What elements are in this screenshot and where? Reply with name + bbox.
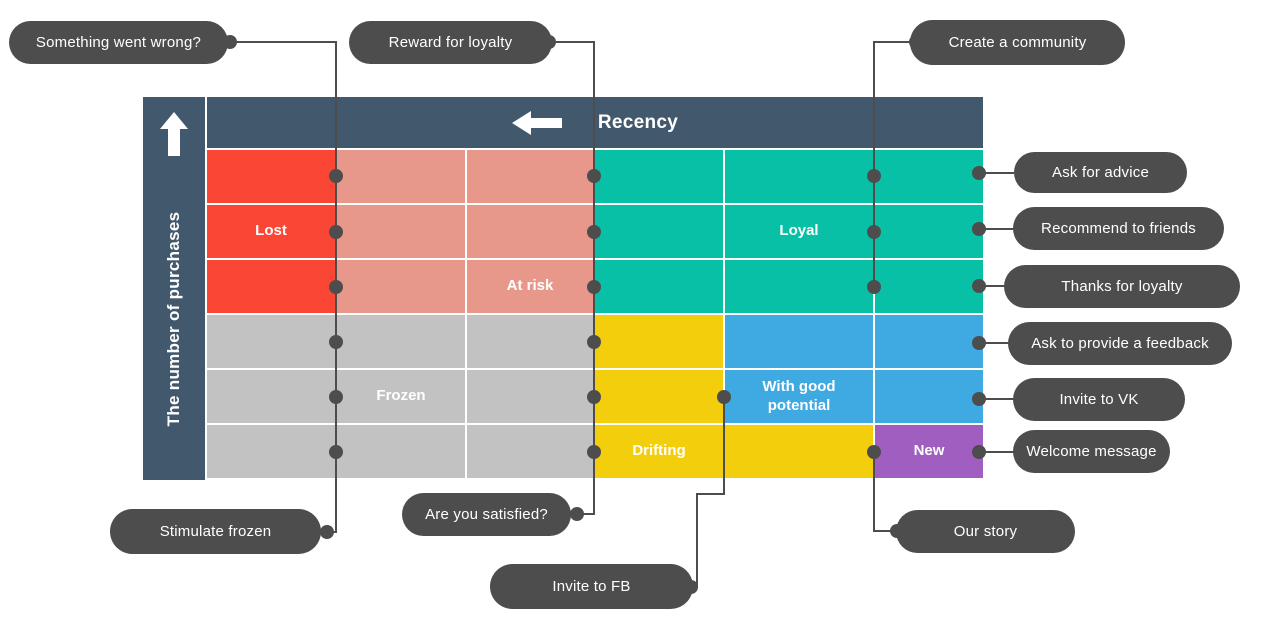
grid-cell-teal xyxy=(725,150,873,203)
segment-label-loyal: Loyal xyxy=(779,222,819,240)
grid-cell-blue xyxy=(725,315,873,368)
grid-cell-teal xyxy=(875,260,983,313)
grid-cell-gray xyxy=(467,315,593,368)
grid-cell-blue xyxy=(875,315,983,368)
grid-cell-blue xyxy=(875,370,983,423)
grid-cell-salmon xyxy=(337,205,465,258)
left-arrow-icon xyxy=(511,110,562,135)
grid-cell-salmon xyxy=(467,150,593,203)
callout-label: Ask for advice xyxy=(1051,164,1149,181)
callout-create-a-community: Create a community xyxy=(910,20,1125,65)
grid-cell-blue: With good potential xyxy=(725,370,873,423)
callout-thanks-for-loyalty: Thanks for loyalty xyxy=(1004,265,1240,308)
callout-label: Invite to FB xyxy=(552,578,631,595)
segment-label-drifting: Drifting xyxy=(632,442,686,460)
segment-label-new: New xyxy=(913,442,945,460)
callout-stimulate-frozen: Stimulate frozen xyxy=(110,509,321,554)
grid-cell-teal xyxy=(875,205,983,258)
callout-label: Stimulate frozen xyxy=(159,523,272,540)
callout-welcome-message: Welcome message xyxy=(1013,430,1170,473)
recency-axis-bar: Recency xyxy=(207,97,983,148)
grid-cell-yellow xyxy=(595,315,723,368)
grid-cell-teal xyxy=(875,150,983,203)
grid-cell-gray: Frozen xyxy=(337,370,465,423)
grid-cell-teal xyxy=(595,150,723,203)
callout-ask-for-advice: Ask for advice xyxy=(1014,152,1187,193)
callout-something-went-wrong: Something went wrong? xyxy=(9,21,228,64)
segment-label-lost: Lost xyxy=(255,222,287,240)
grid-cell-gray xyxy=(467,370,593,423)
callout-label: Welcome message xyxy=(1026,443,1157,460)
recency-axis-label: Recency xyxy=(597,111,679,133)
grid-cell-red: Lost xyxy=(207,205,335,258)
grid-cell-salmon xyxy=(337,260,465,313)
grid-cell-teal xyxy=(595,205,723,258)
callout-label: Invite to VK xyxy=(1059,391,1139,408)
grid-cell-yellow: Drifting xyxy=(595,425,723,478)
segment-label-frozen: Frozen xyxy=(376,387,426,405)
segment-label-with_potential: With good potential xyxy=(762,377,836,414)
up-arrow-icon xyxy=(160,112,188,156)
callout-label: Recommend to friends xyxy=(1041,220,1196,237)
callout-invite-to-fb: Invite to FB xyxy=(490,564,693,609)
grid-cell-salmon xyxy=(337,150,465,203)
callout-ask-to-provide-feedback: Ask to provide a feedback xyxy=(1008,322,1232,365)
grid-cell-yellow xyxy=(725,425,873,478)
purchases-axis-bar: The number of purchases xyxy=(143,97,205,480)
callout-are-you-satisfied: Are you satisfied? xyxy=(402,493,571,536)
callout-label: Create a community xyxy=(948,34,1087,51)
grid-cell-gray xyxy=(207,315,335,368)
callout-label: Thanks for loyalty xyxy=(1061,278,1183,295)
grid-cell-yellow xyxy=(595,370,723,423)
grid-cell-teal xyxy=(725,260,873,313)
grid-cell-salmon xyxy=(467,205,593,258)
callout-label: Are you satisfied? xyxy=(425,506,548,523)
grid-cell-salmon: At risk xyxy=(467,260,593,313)
grid-cell-red xyxy=(207,150,335,203)
grid-cell-purple: New xyxy=(875,425,983,478)
callout-invite-to-vk: Invite to VK xyxy=(1013,378,1185,421)
callout-our-story: Our story xyxy=(896,510,1075,553)
grid-cell-teal: Loyal xyxy=(725,205,873,258)
callout-label: Something went wrong? xyxy=(35,34,202,51)
grid-cell-gray xyxy=(337,425,465,478)
callout-label: Reward for loyalty xyxy=(388,34,513,51)
grid-cell-red xyxy=(207,260,335,313)
callout-reward-for-loyalty: Reward for loyalty xyxy=(349,21,552,64)
grid-cell-teal xyxy=(595,260,723,313)
grid-cell-gray xyxy=(337,315,465,368)
callout-label: Our story xyxy=(953,523,1018,540)
grid-cell-gray xyxy=(467,425,593,478)
purchases-axis-label: The number of purchases xyxy=(164,211,183,427)
grid-cell-gray xyxy=(207,425,335,478)
segment-label-at_risk: At risk xyxy=(506,277,554,295)
callout-label: Ask to provide a feedback xyxy=(1031,335,1209,352)
grid-cell-gray xyxy=(207,370,335,423)
callout-recommend-to-friends: Recommend to friends xyxy=(1013,207,1224,250)
